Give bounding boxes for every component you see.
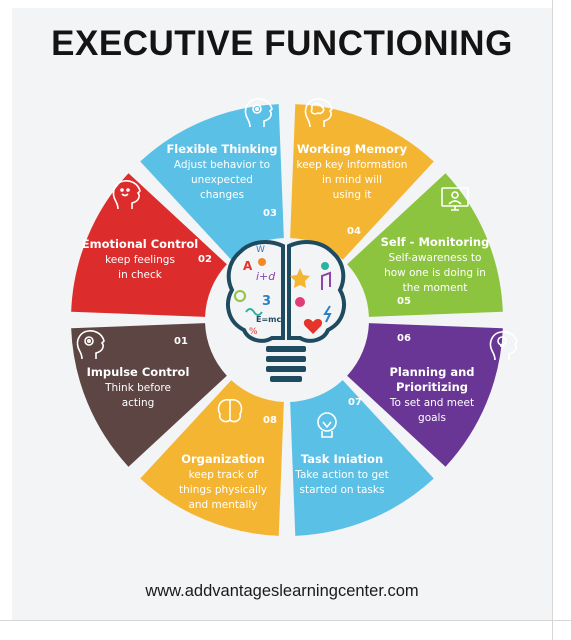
segment-description-line: in check	[118, 269, 163, 281]
segment-number: 02	[198, 254, 212, 265]
segment-number: 07	[348, 397, 362, 408]
segment-description-line: started on tasks	[300, 484, 385, 496]
segment-working-memory: 04 Working Memory keep key information in m…	[290, 98, 434, 260]
bulb-base-band-3	[266, 366, 306, 372]
segment-number: 04	[347, 226, 361, 237]
segment-number: 08	[263, 415, 277, 426]
segment-shape	[347, 323, 503, 467]
segment-description-line: keep track of	[189, 469, 258, 481]
segment-description-line: things physically	[179, 484, 267, 496]
page-edge-bottom	[0, 620, 571, 621]
brain-letter-w: W	[256, 245, 265, 255]
bulb-base-band-4	[270, 376, 302, 382]
doodle-pink-bulb	[295, 297, 305, 307]
segment-shape	[290, 380, 434, 536]
brain-percent: %	[249, 327, 258, 337]
bulb-base-band-1	[266, 346, 306, 352]
segment-description-line: how one is doing in	[384, 267, 486, 279]
brain-lightbulb-illustration: A W i+d 3 E=mc %	[226, 240, 346, 382]
segment-emotional-control: 02 Emotional Control keep feelings in check	[71, 173, 227, 317]
segment-description-line: keep feelings	[105, 254, 175, 266]
segment-description-line: goals	[418, 412, 446, 424]
segment-description-line: the moment	[403, 282, 468, 294]
segment-shape	[140, 104, 284, 260]
doodle-orange-dot	[258, 258, 266, 266]
brain-left-hemisphere	[226, 240, 285, 343]
doodle-green-wave	[245, 308, 263, 316]
page-title: EXECUTIVE FUNCTIONING	[51, 24, 513, 63]
segment-heading: Organization	[181, 452, 265, 466]
footer-url: www.addvantageslearningcenter.com	[145, 582, 419, 600]
brain-formula-itd: i+d	[256, 270, 276, 283]
doodle-blue-bolt	[323, 305, 332, 323]
segment-heading: Flexible Thinking	[166, 142, 277, 156]
lightbulb-icon	[317, 412, 337, 438]
doodle-teal-dot	[321, 262, 329, 270]
segment-heading: Impulse Control	[87, 365, 190, 379]
segment-description-line: using it	[333, 189, 372, 201]
segment-description-line: keep key information	[297, 159, 408, 171]
monitor-person-icon	[441, 187, 469, 211]
segment-description-line: Think before	[104, 382, 171, 394]
doodle-red-heart	[303, 319, 323, 334]
segment-number: 01	[174, 336, 188, 347]
segment-description-line: To set and meet	[389, 397, 474, 409]
segment-description-line: Self-awareness to	[389, 252, 482, 264]
segment-description-line: Adjust behavior to	[174, 159, 270, 171]
brain-formula-emc: E=mc	[256, 315, 282, 324]
segment-description-line: unexpected	[191, 174, 253, 186]
head-brain-icon	[304, 98, 333, 128]
gear-brain-icon	[76, 330, 105, 360]
segment-heading-line-2: Prioritizing	[396, 380, 468, 394]
segment-heading: Emotional Control	[82, 237, 199, 251]
segment-shape	[71, 323, 227, 467]
segment-description-line: changes	[200, 189, 244, 201]
segment-shape	[140, 380, 284, 536]
segment-number: 06	[397, 333, 411, 344]
doodle-green-circle	[234, 290, 246, 302]
segment-description-line: acting	[122, 397, 155, 409]
page-edge-right	[552, 0, 553, 640]
segment-description-line: Take action to get	[294, 469, 388, 481]
segment-shape	[290, 104, 434, 260]
segment-description-line: in mind will	[322, 174, 382, 186]
doodle-yellow-star	[290, 268, 310, 288]
segment-shape	[71, 173, 227, 317]
segment-heading: Working Memory	[297, 142, 408, 156]
segment-description-line: and mentally	[188, 499, 257, 511]
bulb-base-band-2	[266, 356, 306, 362]
segment-heading: Self - Monitoring	[381, 235, 490, 249]
brain-icon	[217, 398, 243, 423]
segment-number: 05	[397, 296, 411, 307]
head-lightbulb-icon	[489, 331, 518, 361]
segment-heading: Planning and	[389, 365, 474, 379]
head-gears-icon	[244, 98, 273, 128]
brain-letter-a: A	[243, 259, 253, 273]
segment-number: 03	[263, 208, 277, 219]
segment-shape	[347, 173, 503, 317]
segment-heading: Task Iniation	[301, 452, 383, 466]
brain-number-three: 3	[262, 294, 271, 309]
brain-right-hemisphere	[287, 240, 346, 343]
doodle-music-note	[321, 271, 331, 290]
head-emotion-icon	[112, 180, 141, 210]
